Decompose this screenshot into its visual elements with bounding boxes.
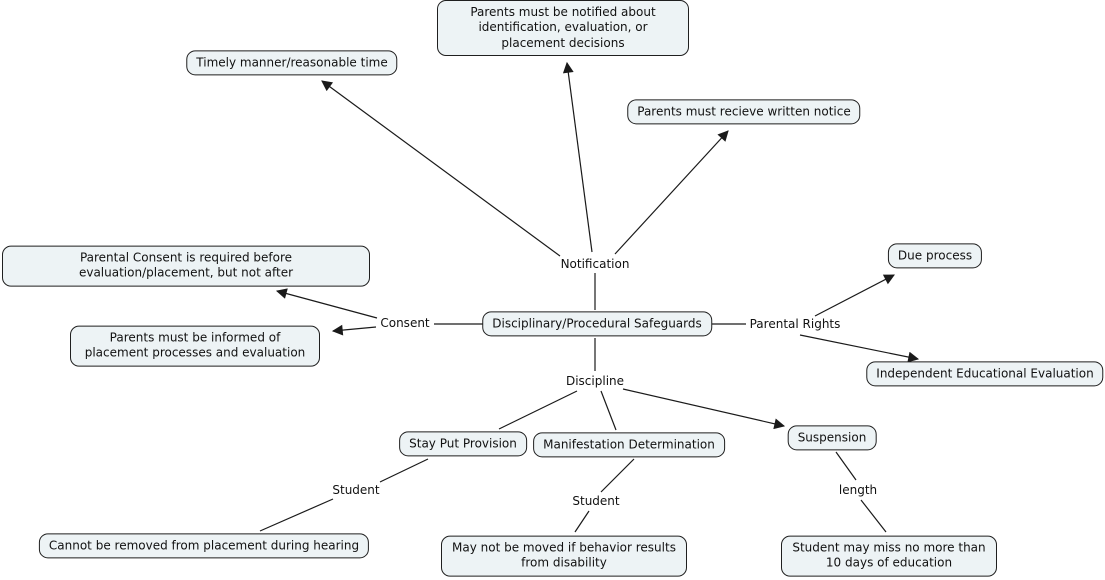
concept-miss-10-days[interactable]: Student may miss no more than 10 days of… [781, 535, 997, 577]
linking-phrase-consent[interactable]: Consent [380, 316, 430, 330]
concept-parents-informed[interactable]: Parents must be informed of placement pr… [70, 325, 320, 367]
concept-manifestation-determination[interactable]: Manifestation Determination [533, 432, 725, 458]
linking-phrase-notification[interactable]: Notification [560, 257, 630, 271]
concept-suspension[interactable]: Suspension [787, 425, 877, 451]
concept-may-not-be-moved[interactable]: May not be moved if behavior results fro… [441, 535, 687, 577]
concept-due-process[interactable]: Due process [887, 243, 983, 269]
concept-written-notice[interactable]: Parents must recieve written notice [627, 99, 861, 125]
linking-phrase-student-stay-put[interactable]: Student [332, 483, 380, 497]
concept-cannot-be-removed[interactable]: Cannot be removed from placement during … [38, 533, 370, 559]
linking-phrase-length[interactable]: length [838, 483, 878, 497]
linking-phrase-student-manifestation[interactable]: Student [572, 494, 620, 508]
linking-phrase-discipline[interactable]: Discipline [565, 374, 625, 388]
concept-independent-educational-evaluation[interactable]: Independent Educational Evaluation [866, 361, 1104, 387]
concept-parental-consent-required[interactable]: Parental Consent is required before eval… [2, 245, 370, 287]
concept-parents-notified[interactable]: Parents must be notified about identific… [437, 0, 689, 57]
linking-phrase-parental-rights[interactable]: Parental Rights [749, 317, 841, 331]
concept-stay-put-provision[interactable]: Stay Put Provision [399, 431, 527, 457]
concept-timely-manner[interactable]: Timely manner/reasonable time [186, 50, 398, 76]
concept-root-disciplinary-procedural-safeguards[interactable]: Disciplinary/Procedural Safeguards [482, 311, 712, 337]
